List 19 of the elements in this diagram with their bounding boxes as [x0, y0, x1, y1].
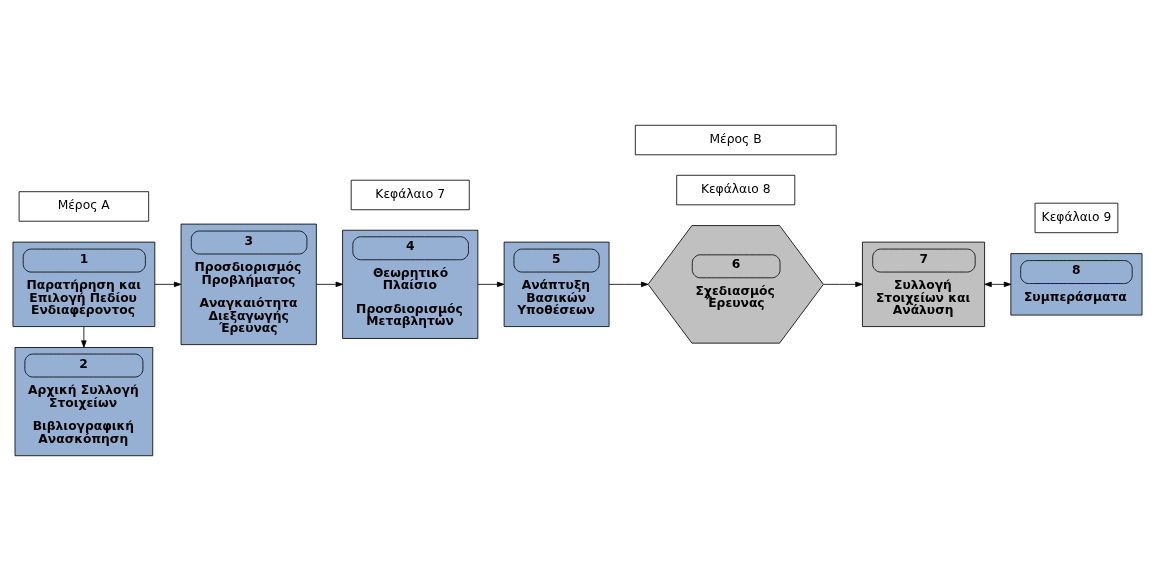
arrow [477, 281, 505, 288]
arrow [81, 326, 87, 348]
node-box: 4 Θεωρητικό Πλαίσιο Προσδιορισμός Μεταβλητών [342, 229, 479, 339]
node-box: 8 Συμπεράσματα [1010, 253, 1143, 316]
node-box: 7 Συλλογή Στοιχείων και Ανάλυση [862, 241, 985, 327]
node-box: Μέρος Β [634, 124, 837, 156]
node-box: Κεφάλαιο 9 [1034, 202, 1119, 234]
node-box: Κεφάλαιο 8 [676, 174, 796, 206]
node-box: Κεφάλαιο 7 [350, 179, 470, 211]
arrow [823, 281, 863, 288]
arrow [316, 281, 343, 288]
node-box: 3 Προσδιορισμός Προβλήματος Αναγκαιότητα Διεξαγωγής Έρευνας [180, 223, 317, 346]
node-box: Μέρος Α [18, 191, 150, 222]
node-box: 5 Ανάπτυξη Βασικών Υποθέσεων [503, 241, 610, 327]
arrow [608, 281, 649, 288]
node-box: 2 Αρχική Συλλογή Στοιχείων Βιβλιογραφική Ανασκόπηση [14, 347, 154, 457]
node-box: 1 Παρατήρηση και Επιλογή Πεδίου Ενδιαφέροντος [12, 241, 156, 327]
arrow [984, 281, 1012, 288]
arrow [154, 281, 182, 288]
